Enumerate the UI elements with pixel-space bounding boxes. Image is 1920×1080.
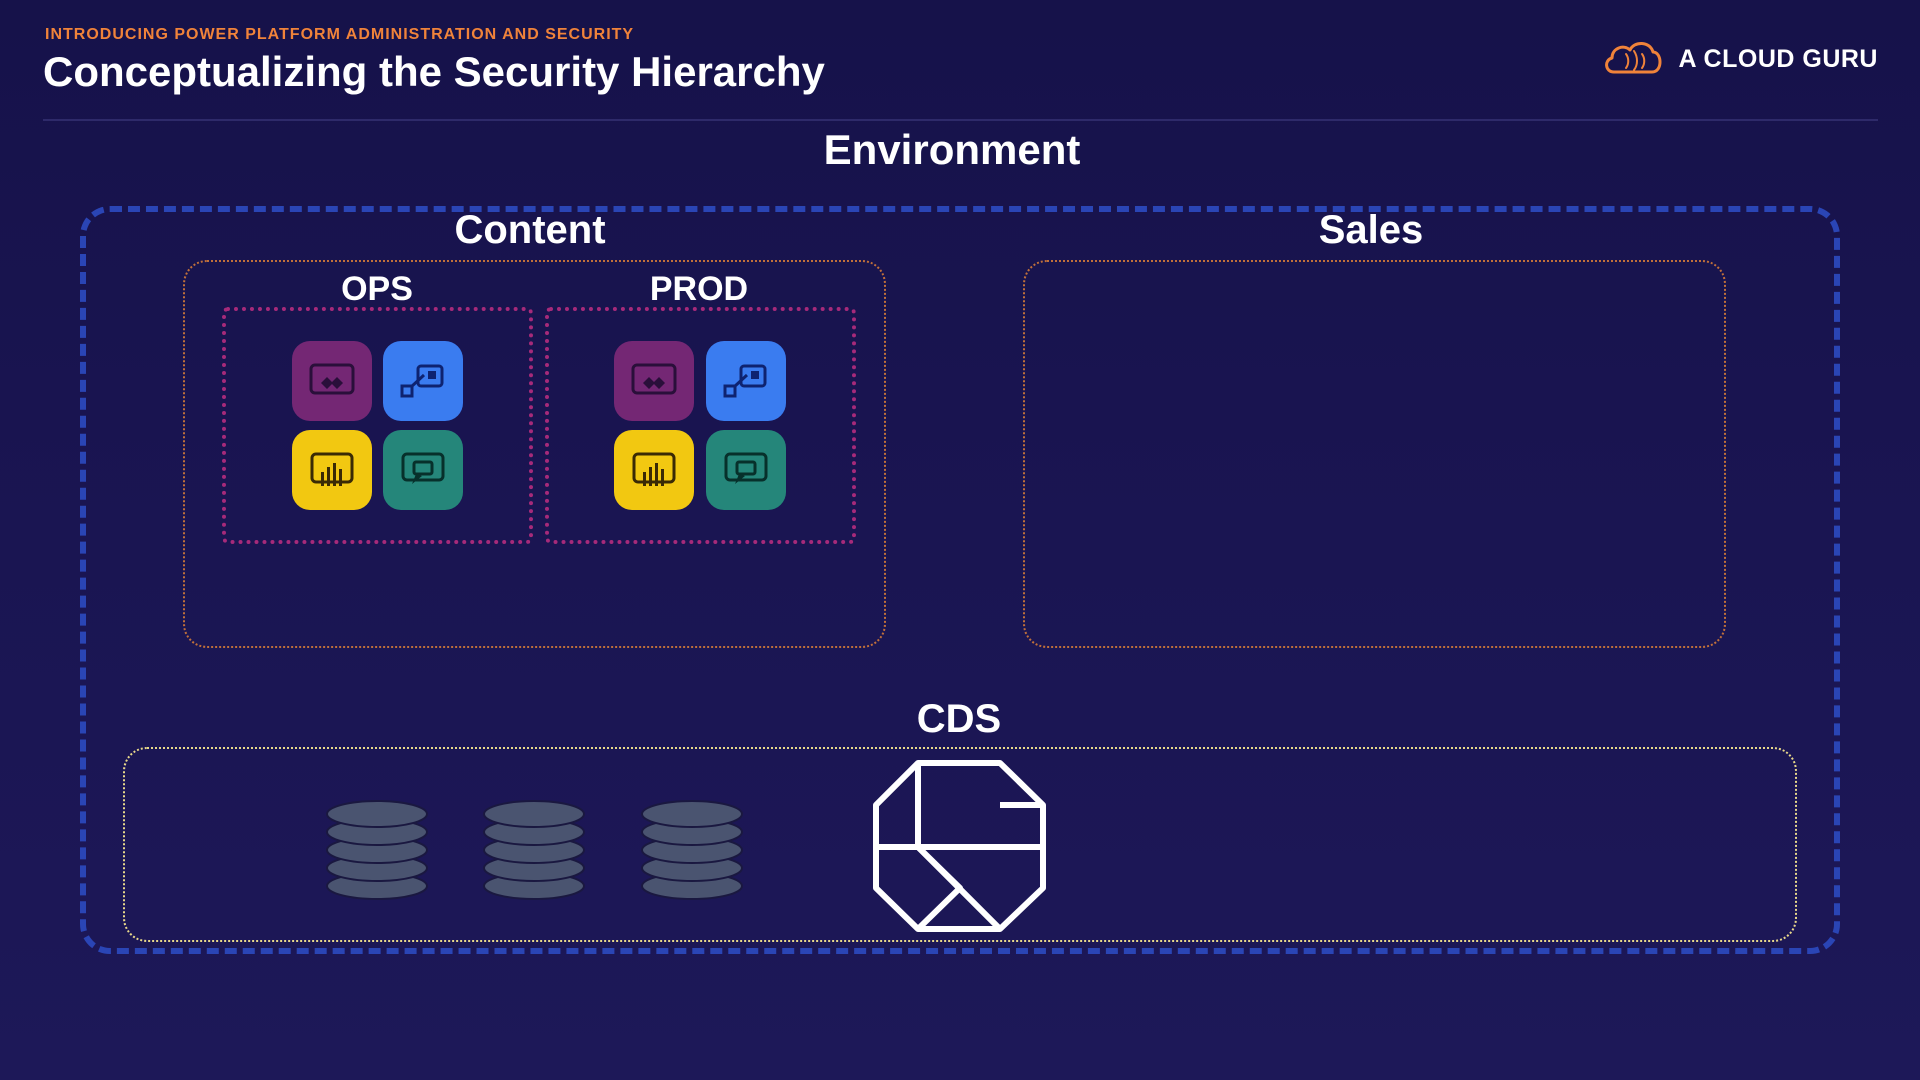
power-virtual-agents-icon: [383, 430, 463, 510]
sales-label: Sales: [1318, 208, 1424, 252]
content-container: [183, 260, 886, 648]
header-divider: [43, 119, 1878, 121]
content-label: Content: [454, 208, 606, 252]
database-icon: [483, 800, 585, 900]
power-apps-icon: [614, 341, 694, 421]
prod-label: PROD: [649, 270, 749, 308]
cds-logo-icon: [873, 760, 1046, 932]
database-icon: [326, 800, 428, 900]
cds-container: [123, 747, 1797, 942]
brand-logo: A CLOUD GURU: [1602, 38, 1878, 81]
cds-label: CDS: [916, 697, 1002, 741]
course-eyebrow: INTRODUCING POWER PLATFORM ADMINISTRATIO…: [45, 26, 635, 43]
brand-name: A CLOUD GURU: [1678, 45, 1878, 73]
slide-title: Conceptualizing the Security Hierarchy: [43, 48, 825, 95]
power-bi-icon: [614, 430, 694, 510]
cloud-logo-icon: [1602, 38, 1664, 81]
prod-container: [545, 307, 856, 544]
power-bi-icon: [292, 430, 372, 510]
database-icon: [641, 800, 743, 900]
ops-container: [222, 307, 533, 544]
environment-container: [80, 206, 1840, 954]
power-virtual-agents-icon: [706, 430, 786, 510]
power-apps-icon: [292, 341, 372, 421]
power-automate-icon: [383, 341, 463, 421]
environment-label: Environment: [823, 126, 1081, 173]
power-automate-icon: [706, 341, 786, 421]
sales-container: [1023, 260, 1726, 648]
ops-label: OPS: [341, 270, 413, 308]
